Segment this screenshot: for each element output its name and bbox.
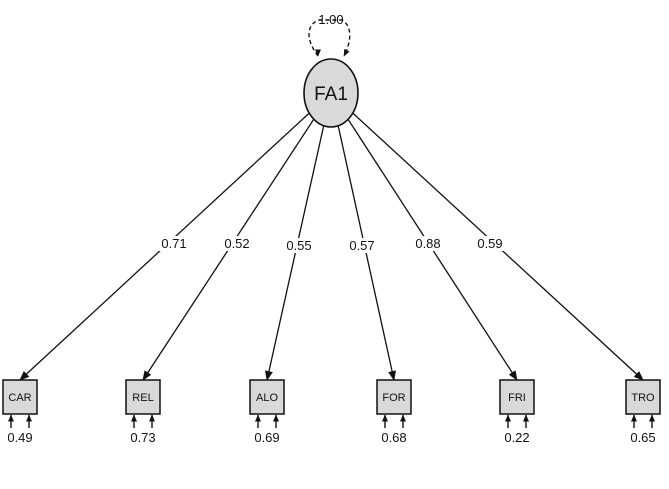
indicator-box — [2, 379, 38, 415]
indicator-box — [625, 379, 661, 415]
indicator-label: TRO — [631, 392, 655, 404]
indicator-car: CAR 0.49 — [2, 379, 38, 445]
loading-label-car: 0.71 — [161, 236, 186, 251]
factor-ellipse — [303, 58, 359, 128]
indicator-label: ALO — [256, 392, 278, 404]
factor-variance-label: 1.00 — [318, 12, 343, 27]
indicator-box — [249, 379, 285, 415]
indicator-for: FOR 0.68 — [376, 379, 412, 445]
indicator-box — [376, 379, 412, 415]
indicator-box — [499, 379, 535, 415]
residual-label: 0.22 — [504, 430, 529, 445]
loading-label-tro: 0.59 — [477, 236, 502, 251]
factor-label: FA1 — [314, 84, 348, 105]
latent-factor: FA1 — [303, 58, 359, 128]
residual-label: 0.69 — [254, 430, 279, 445]
indicator-tro: TRO 0.65 — [625, 379, 661, 445]
loading-label-background — [158, 236, 190, 251]
indicator-label: FOR — [382, 392, 405, 404]
indicator-label: CAR — [8, 392, 31, 404]
loading-label-background — [221, 236, 253, 251]
loading-label-for: 0.57 — [349, 238, 374, 253]
indicator-rel: REL 0.73 — [125, 379, 161, 445]
loading-label-background — [283, 238, 315, 253]
variance-loop — [308, 19, 351, 57]
loading-paths: 0.71 0.52 0.55 0.57 0.88 0.59 — [19, 112, 644, 381]
loading-label-background — [474, 236, 506, 251]
residual-label: 0.73 — [130, 430, 155, 445]
indicator-variables: CAR 0.49 REL 0.73 ALO 0.69 FOR 0.68 FRI 0.22 TRO 0.… — [2, 379, 661, 445]
indicator-alo: ALO 0.69 — [249, 379, 285, 445]
indicator-label: REL — [132, 392, 153, 404]
loading-label-fri: 0.88 — [415, 236, 440, 251]
factor-variance: 1.00 — [308, 12, 351, 57]
loading-label-background — [412, 236, 444, 251]
indicator-fri: FRI 0.22 — [499, 379, 535, 445]
loading-label-background — [346, 238, 378, 253]
residual-label: 0.68 — [381, 430, 406, 445]
residual-label: 0.49 — [7, 430, 32, 445]
loading-label-alo: 0.55 — [286, 238, 311, 253]
indicator-box — [125, 379, 161, 415]
loading-label-rel: 0.52 — [224, 236, 249, 251]
residual-label: 0.65 — [630, 430, 655, 445]
indicator-label: FRI — [508, 392, 526, 404]
